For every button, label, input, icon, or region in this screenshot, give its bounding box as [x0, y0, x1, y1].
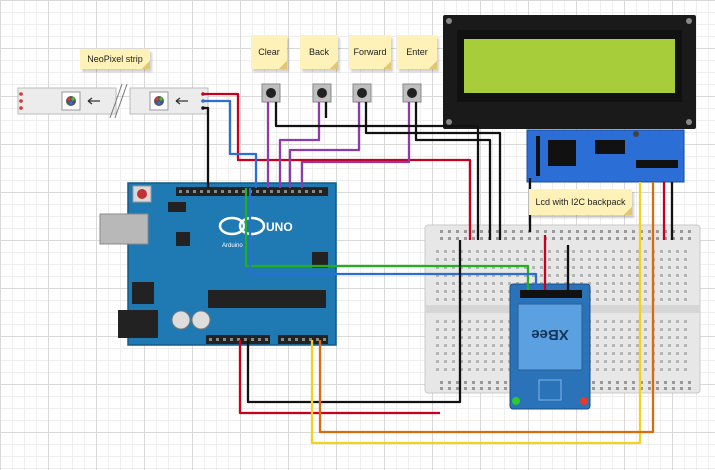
- note-enter: Enter: [397, 35, 437, 69]
- arduino-brand-text: Arduino: [222, 243, 243, 249]
- arduino-uno-board: UNO Arduino: [99, 182, 337, 346]
- wires: [203, 92, 674, 445]
- xbee-module: XBee: [509, 283, 591, 410]
- wire-arduino-5v: [238, 340, 440, 415]
- wire-lcd-scl: [318, 182, 655, 434]
- pushbutton-forward: [352, 83, 372, 103]
- lcd-display: [443, 15, 696, 129]
- note-lcd-i2c-backpack: Lcd with I2C backpack: [529, 189, 632, 215]
- wire-sda: [244, 188, 530, 290]
- neopixel-strip: [17, 83, 209, 119]
- atmega-chip: [208, 290, 326, 308]
- xbee-label: XBee: [531, 326, 569, 343]
- wire-neopixel-power: [203, 92, 472, 240]
- wire-button-forward: [288, 102, 361, 188]
- wire-arduino-gnd: [246, 240, 462, 404]
- uno-logo-text: UNO: [266, 220, 293, 234]
- reset-button: [137, 189, 147, 199]
- note-neopixel-strip: NeoPixel strip: [80, 49, 150, 69]
- lcd-screen: [464, 39, 675, 93]
- wire-neopixel-ground: [203, 106, 210, 188]
- i2c-backpack: [526, 129, 685, 183]
- power-jack: [118, 310, 158, 338]
- note-clear: Clear: [251, 35, 287, 69]
- wire-neopixel-data: [203, 99, 258, 188]
- note-forward: Forward: [349, 35, 391, 69]
- wire-button-ground-1: [274, 102, 480, 240]
- wire-button-ground-3: [364, 102, 502, 240]
- wire-button-ground-4: [414, 102, 492, 240]
- wire-lcd-sda: [310, 182, 642, 445]
- pushbutton-enter: [402, 83, 422, 103]
- wire-scl: [248, 188, 538, 290]
- pushbutton-back: [312, 83, 332, 103]
- arduino-infinity-logo: [218, 216, 246, 236]
- wire-button-back: [278, 102, 321, 188]
- pushbutton-clear: [261, 83, 281, 103]
- note-back: Back: [300, 35, 338, 69]
- usb-connector: [99, 213, 149, 245]
